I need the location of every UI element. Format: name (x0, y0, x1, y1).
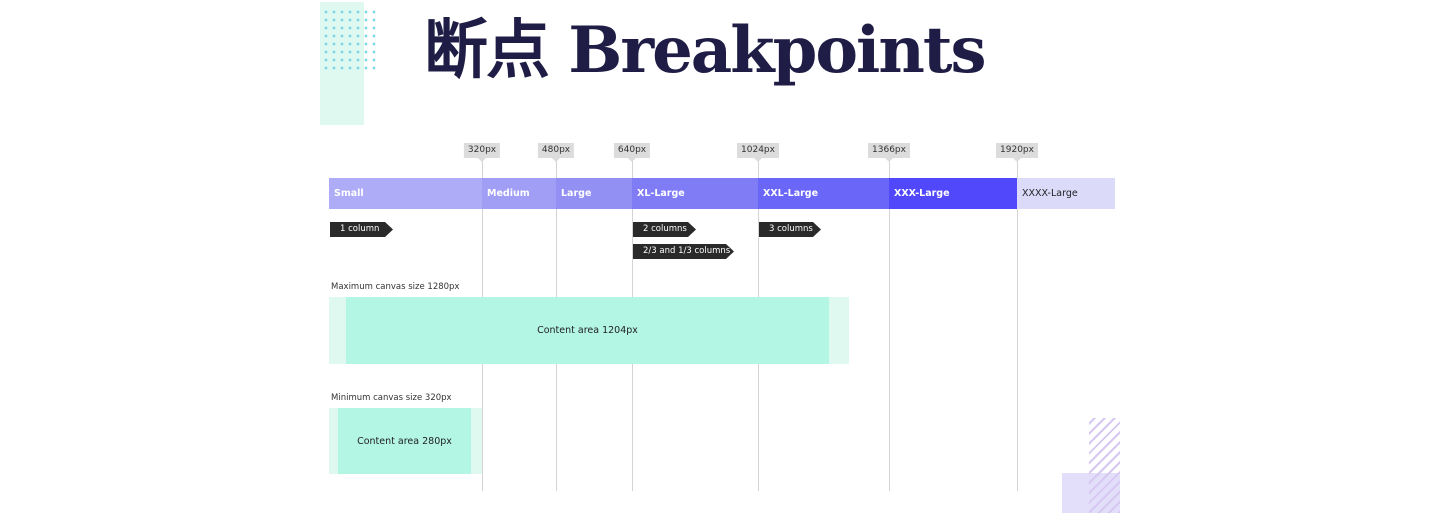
page-title: 断点 Breakpoints (424, 13, 986, 88)
range-segment-xl-large: XL-Large (632, 178, 758, 209)
min-canvas-label: Minimum canvas size 320px (331, 393, 452, 403)
breakpoint-line-1920 (1017, 158, 1018, 491)
max-content-area: Content area 1204px (346, 297, 829, 364)
max-canvas-label: Maximum canvas size 1280px (331, 282, 460, 292)
breakpoint-label-1920: 1920px (996, 143, 1038, 162)
breakpoint-label-1366: 1366px (868, 143, 910, 162)
column-tag-3-columns: 3 columns (759, 222, 821, 237)
range-segment-medium: Medium (482, 178, 556, 209)
column-tag-1-column: 1 column (330, 222, 393, 237)
range-segment-xxx-large: XXX-Large (889, 178, 1017, 209)
min-content-area: Content area 280px (338, 408, 471, 474)
range-segment-xxl-large: XXL-Large (758, 178, 889, 209)
column-tag-2-columns: 2 columns (633, 222, 696, 237)
range-segment-large: Large (556, 178, 632, 209)
decorative-dot-pattern (322, 8, 380, 74)
breakpoint-label-320: 320px (463, 143, 501, 162)
breakpoint-label-1024: 1024px (737, 143, 779, 162)
range-segment-small: Small (329, 178, 482, 209)
decorative-hatch-pattern (1089, 418, 1120, 513)
column-tag-2-3-and-1-3-columns: 2/3 and 1/3 columns (633, 244, 734, 259)
range-segment-xxxx-large: XXXX-Large (1017, 178, 1115, 209)
breakpoint-line-1366 (889, 158, 890, 491)
breakpoint-label-640: 640px (613, 143, 651, 162)
breakpoint-label-480: 480px (537, 143, 575, 162)
